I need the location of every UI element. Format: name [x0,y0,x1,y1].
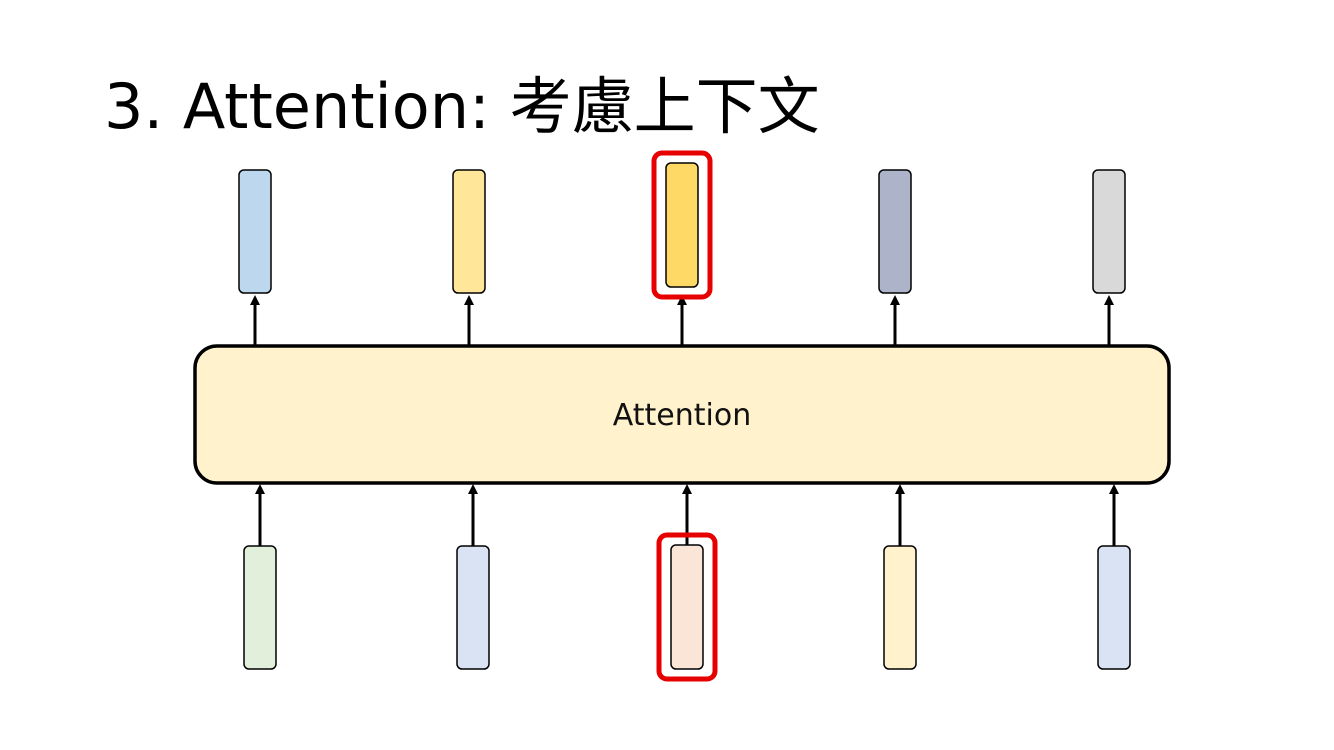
output-vector-1 [238,169,272,294]
attention-block [193,344,1171,485]
output-vector-3 [665,162,699,288]
input-vector-4 [883,545,917,670]
slide-title: 3. Attention: 考慮上下文 [104,70,820,143]
input-vector-5 [1097,545,1131,670]
highlight-boxes [651,150,718,682]
input-vector-1 [243,545,277,670]
output-vector-5 [1092,169,1126,294]
output-highlight-box [651,150,713,300]
input-highlight-box [656,532,718,682]
input-vector-2 [456,545,490,670]
output-vector-4 [878,169,912,294]
attention-block-label: Attention [613,398,751,433]
output-vectors [238,162,1126,294]
output-arrows [250,295,1114,346]
output-vector-2 [452,169,486,294]
input-vectors [243,544,1131,670]
input-vector-3 [670,544,704,670]
